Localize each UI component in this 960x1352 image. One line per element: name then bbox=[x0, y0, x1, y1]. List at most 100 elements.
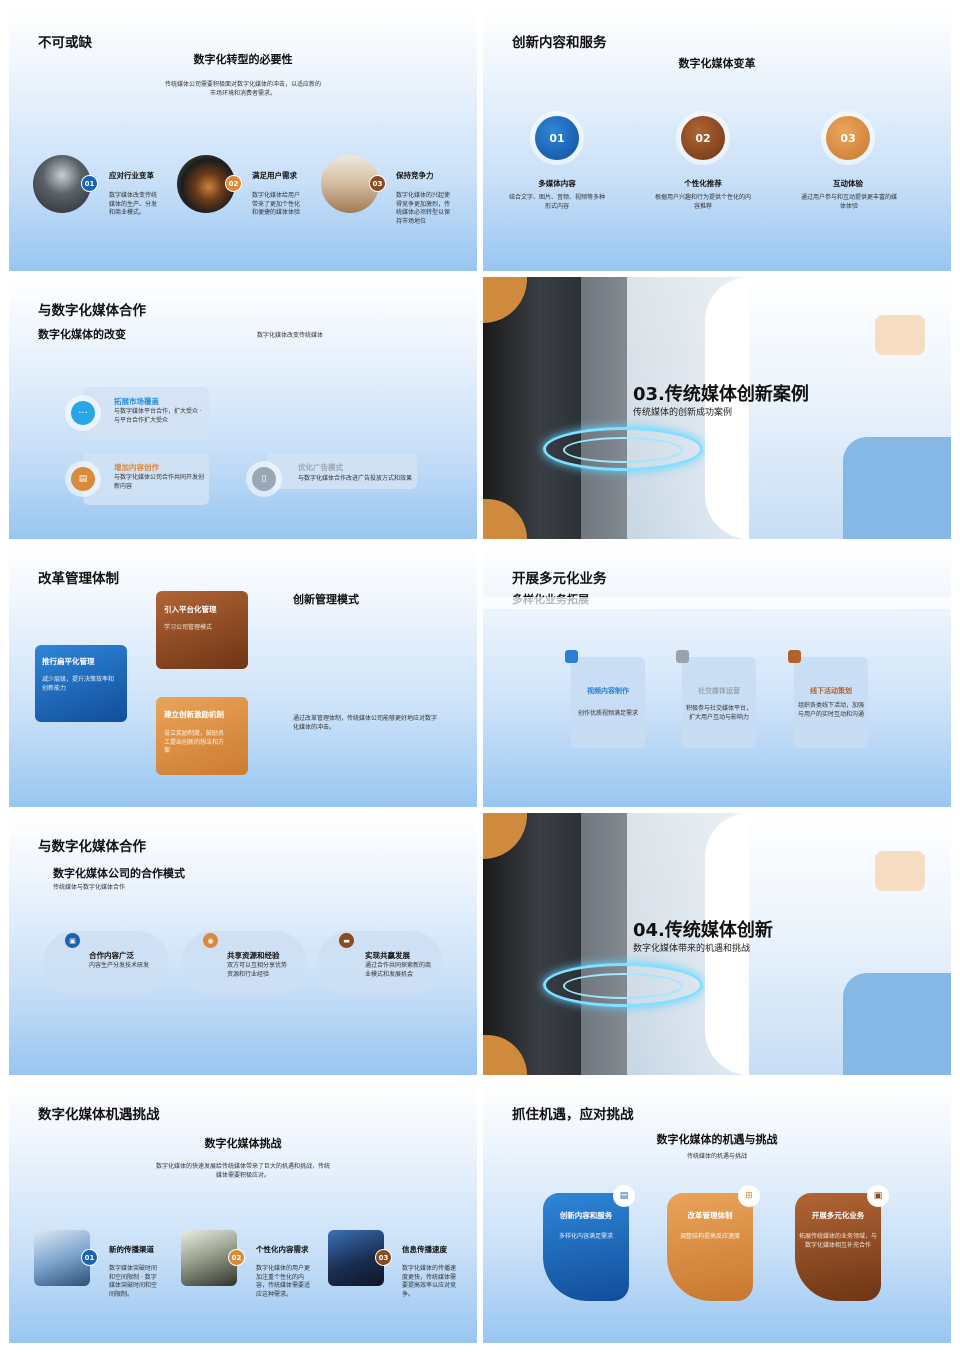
management-card[interactable]: 引入平台化管理 学习公司管理模式 bbox=[156, 591, 248, 669]
blue-corner-shape bbox=[843, 437, 951, 539]
slide-2[interactable]: 创新内容和服务 数字化媒体变革 01 多媒体内容 结合文字、图片、音频、视频等多… bbox=[483, 9, 951, 271]
white-arch-shape bbox=[705, 277, 749, 539]
peach-cross-shape bbox=[875, 315, 925, 355]
item-text: 根据用户兴趣和行为提供个性化的内容推荐 bbox=[654, 194, 751, 210]
strategy-card[interactable]: 开展多元化业务 拓展传统媒体的业务领域，与数字化媒体相互补充合作 bbox=[795, 1193, 881, 1301]
card bbox=[83, 387, 209, 439]
slide-subtitle: 创新管理模式 bbox=[293, 593, 359, 606]
item-text: 数字化媒体的用户更加注重个性化的内容，传统媒体需要适应这种需求。 bbox=[256, 1265, 311, 1298]
header-band bbox=[483, 597, 951, 609]
card bbox=[267, 453, 417, 489]
strategy-card[interactable]: 创新内容和服务 多样化内容满足需求 bbox=[543, 1193, 629, 1301]
card-label: 线下活动策划 bbox=[810, 687, 852, 695]
slide-subtitle: 数字化媒体公司的合作模式 bbox=[53, 867, 185, 880]
item-text: 与数字化媒体合作改进广告投放方式和效果 bbox=[298, 475, 413, 482]
slide-subtitle: 数字化媒体的机遇与挑战 bbox=[656, 1133, 778, 1146]
slide-8[interactable]: 04.传统媒体创新 数字化媒体带来的机遇和挑战 bbox=[483, 813, 951, 1075]
blue-corner-shape bbox=[843, 973, 951, 1075]
card-label: 开展多元化业务 bbox=[811, 1211, 865, 1220]
slide-description: 通过改革管理体制，传统媒体公司能够更好地应对数字化媒体的冲击。 bbox=[293, 715, 438, 731]
number-badge: 02 bbox=[225, 175, 242, 192]
card-label: 建立创新激励机制 bbox=[164, 710, 224, 719]
card-label: 创新内容和服务 bbox=[559, 1211, 613, 1220]
card-label: 引入平台化管理 bbox=[164, 605, 217, 614]
item-text: 通过用户参与和互动提供更丰富的媒体体验 bbox=[800, 194, 897, 210]
glow-ring bbox=[563, 973, 683, 999]
slide-1[interactable]: 不可或缺 数字化转型的必要性 传统媒体公司需要积极面对数字化媒体的冲击，以适应新… bbox=[9, 9, 477, 271]
number-badge: 02 bbox=[228, 1249, 245, 1266]
item-label: 信息传播速度 bbox=[402, 1245, 447, 1254]
document-icon: ▤ bbox=[613, 1185, 635, 1207]
item-text: 双方可以互相分享优势资源和行业经验 bbox=[227, 962, 288, 978]
pill-card[interactable] bbox=[317, 931, 443, 995]
slide-10[interactable]: 抓住机遇，应对挑战 数字化媒体的机遇与挑战 传统媒体的机遇与挑战 创新内容和服务… bbox=[483, 1081, 951, 1343]
item-text: 数字媒体改变传统媒体的生产、分发和商业模式。 bbox=[109, 192, 158, 216]
slide-title: 抓住机遇，应对挑战 bbox=[512, 1107, 634, 1123]
card-text: 调整结构提高反应速度 bbox=[679, 1233, 740, 1240]
chat-icon: ··· bbox=[71, 401, 95, 425]
screen-photo bbox=[328, 1230, 384, 1286]
management-card[interactable]: 推行扁平化管理 减少层级，提升决策效率和创新能力 bbox=[35, 645, 127, 722]
item-label: 合作内容广泛 bbox=[89, 951, 134, 960]
card-label: 社交媒体运营 bbox=[698, 687, 740, 695]
glow-ring bbox=[563, 437, 683, 463]
phone-photo bbox=[34, 1230, 90, 1286]
number-circle: 03 bbox=[826, 116, 870, 160]
item-label: 保持竞争力 bbox=[396, 171, 434, 180]
file-icon: ▯ bbox=[252, 467, 276, 491]
number-badge: 03 bbox=[369, 175, 386, 192]
icon-ring: ▯ bbox=[246, 461, 282, 497]
item-text: 数字媒体突破时间和空间限制 · 数字媒体突破时间和空间限制。 bbox=[109, 1265, 158, 1298]
number-badge: 01 bbox=[81, 1249, 98, 1266]
item-label: 新的传播渠道 bbox=[109, 1245, 154, 1254]
icon-ring: ▤ bbox=[65, 461, 101, 497]
slide-description: 传统媒体公司需要积极面对数字化媒体的冲击，以适应新的市场环境和消费者需求。 bbox=[165, 81, 322, 97]
document-icon: ▤ bbox=[71, 467, 95, 491]
card-text: 多样化内容满足需求 bbox=[558, 1233, 613, 1240]
card-text: 拓展传统媒体的业务领域，与数字化媒体相互补充合作 bbox=[799, 1233, 878, 1249]
business-card[interactable] bbox=[571, 657, 645, 748]
slide-3[interactable]: 与数字化媒体合作 数字化媒体的改变 数字化媒体改变传统媒体 ··· 拓展市场覆盖… bbox=[9, 277, 477, 539]
item-label: 个性化推荐 bbox=[684, 179, 722, 188]
business-card[interactable] bbox=[794, 657, 868, 748]
slide-7[interactable]: 与数字化媒体合作 数字化媒体公司的合作模式 传统媒体与数字化媒体合作 ▣ 合作内… bbox=[9, 813, 477, 1075]
peach-cross-shape bbox=[875, 851, 925, 891]
slide-title: 创新内容和服务 bbox=[512, 35, 607, 51]
glow-ring bbox=[543, 427, 703, 471]
slide-9[interactable]: 数字化媒体机遇挑战 数字化媒体挑战 数字化媒体的快速发展给传统媒体带来了巨大的机… bbox=[9, 1081, 477, 1343]
card-text: 减少层级，提升决策效率和创新能力 bbox=[42, 676, 115, 692]
slide-subtitle: 数字化媒体的改变 bbox=[38, 328, 126, 341]
pill-card[interactable] bbox=[43, 931, 169, 995]
slide-title: 改革管理体制 bbox=[38, 571, 119, 587]
item-label: 满足用户需求 bbox=[252, 171, 297, 180]
folder-icon: ▬ bbox=[339, 933, 354, 948]
strategy-card[interactable]: 改革管理体制 调整结构提高反应速度 bbox=[667, 1193, 753, 1301]
desk-photo bbox=[181, 1230, 237, 1286]
slide-description: 数字化媒体的快速发展给传统媒体带来了巨大的机遇和挑战，传统媒体需要积极应对。 bbox=[155, 1163, 330, 1179]
slide-title: 与数字化媒体合作 bbox=[38, 839, 146, 855]
settings-icon: ◉ bbox=[203, 933, 218, 948]
section-title: 03.传统媒体创新案例 bbox=[633, 384, 809, 405]
section-subtitle: 数字化媒体带来的机遇和挑战 bbox=[633, 944, 751, 954]
slide-6[interactable]: 开展多元化业务 多样化业务拓展 视频内容制作 创作优质视频满足需求 社交媒体运营… bbox=[483, 545, 951, 807]
image-icon: ▣ bbox=[867, 1185, 889, 1207]
slide-5[interactable]: 改革管理体制 创新管理模式 推行扁平化管理 减少层级，提升决策效率和创新能力 引… bbox=[9, 545, 477, 807]
business-card[interactable] bbox=[682, 657, 756, 748]
slide-subtitle: 数字化媒体变革 bbox=[678, 57, 756, 70]
item-text: 数字化媒体的传播速度更快，传统媒体需要提高效率以应对竞争。 bbox=[402, 1265, 457, 1298]
item-label: 拓展市场覆盖 bbox=[114, 397, 159, 406]
org-chart-icon: ⊞ bbox=[738, 1185, 760, 1207]
square-icon bbox=[565, 650, 578, 663]
card-text: 学习公司管理模式 bbox=[164, 624, 213, 631]
slide-subtitle: 数字化转型的必要性 bbox=[193, 53, 293, 66]
item-label: 个性化内容需求 bbox=[256, 1245, 309, 1254]
item-label: 共享资源和经验 bbox=[227, 951, 280, 960]
card bbox=[83, 453, 209, 505]
slide-4[interactable]: 03.传统媒体创新案例 传统媒体的创新成功案例 bbox=[483, 277, 951, 539]
card-text: 设立奖励制度，鼓励员工提出创新的想法和方案 bbox=[164, 730, 225, 754]
item-text: 与数字媒体平台合作，扩大受众 · 与平台合作扩大受众 bbox=[114, 408, 202, 424]
card-text: 组织各类线下活动，加强与用户的实时互动和沟通 bbox=[797, 702, 864, 718]
pill-card[interactable] bbox=[181, 931, 307, 995]
management-card[interactable]: 建立创新激励机制 设立奖励制度，鼓励员工提出创新的想法和方案 bbox=[156, 697, 248, 775]
